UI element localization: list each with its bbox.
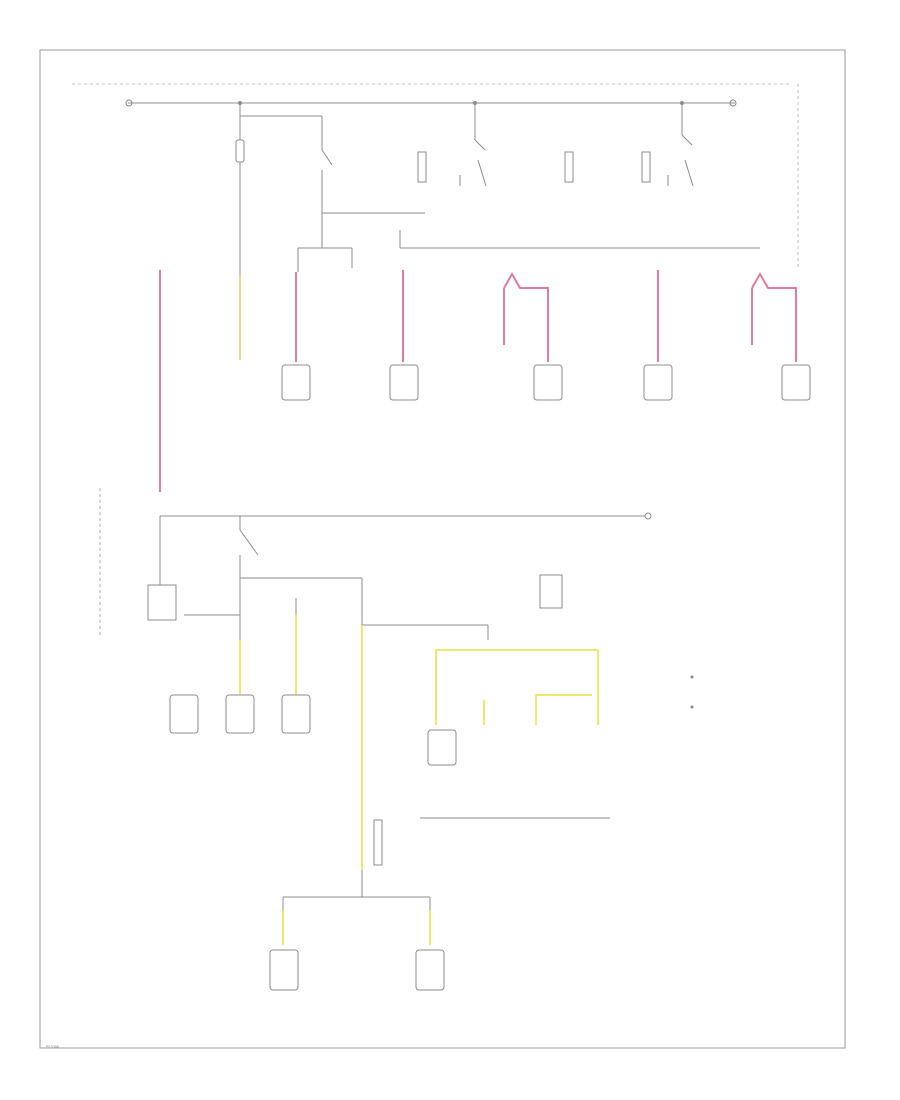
middle-bus xyxy=(99,488,652,640)
relay-group-1 xyxy=(417,103,574,187)
lower-components xyxy=(169,694,610,991)
figure-code: PS33MI xyxy=(46,1045,59,1049)
component-box-1 xyxy=(281,364,311,401)
upper-wires xyxy=(159,270,797,492)
lower-wires xyxy=(239,615,599,945)
component-box-5 xyxy=(781,364,811,401)
lower-ground-splice xyxy=(282,819,431,910)
legend-markers xyxy=(690,675,694,709)
component-box-4 xyxy=(643,364,673,401)
main-power-bus xyxy=(125,99,737,107)
diagram-frame xyxy=(39,49,846,1049)
upper-components xyxy=(281,364,811,401)
component-box-3 xyxy=(533,364,563,401)
component-box-2 xyxy=(389,364,419,401)
relay-group-2 xyxy=(641,103,694,187)
fuse-branch xyxy=(235,103,425,275)
